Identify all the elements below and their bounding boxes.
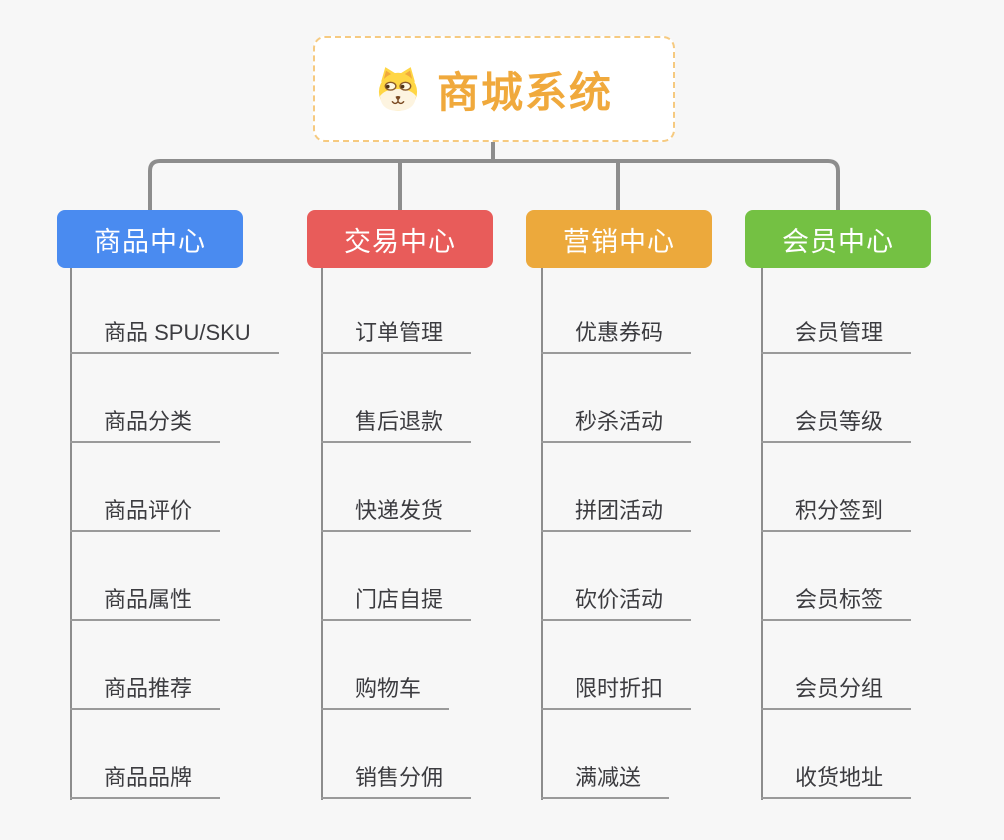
node-item[interactable]: 商品推荐 <box>70 670 221 710</box>
node-item[interactable]: 秒杀活动 <box>541 403 692 443</box>
dog-face-icon <box>378 67 418 111</box>
node-item[interactable]: 商品品牌 <box>70 759 221 799</box>
node-item[interactable]: 购物车 <box>321 670 450 710</box>
node-item[interactable]: 商品评价 <box>70 492 221 532</box>
branch-header-3[interactable]: 会员中心 <box>745 210 931 268</box>
node-item[interactable]: 会员等级 <box>761 403 912 443</box>
node-item[interactable]: 拼团活动 <box>541 492 692 532</box>
node-item[interactable]: 会员管理 <box>761 314 912 354</box>
node-item[interactable]: 快递发货 <box>321 492 472 532</box>
node-item[interactable]: 收货地址 <box>761 759 912 799</box>
node-item[interactable]: 门店自提 <box>321 581 472 621</box>
node-item[interactable]: 满减送 <box>541 759 670 799</box>
branch-header-2[interactable]: 营销中心 <box>526 210 712 268</box>
node-item[interactable]: 商品属性 <box>70 581 221 621</box>
branch-header-0[interactable]: 商品中心 <box>57 210 243 268</box>
node-item[interactable]: 会员分组 <box>761 670 912 710</box>
node-item[interactable]: 商品分类 <box>70 403 221 443</box>
root-title: 商城系统 <box>436 68 613 116</box>
node-item[interactable]: 商品 SPU/SKU <box>70 314 279 354</box>
node-item[interactable]: 限时折扣 <box>541 670 692 710</box>
node-item[interactable]: 优惠券码 <box>541 314 692 354</box>
node-item[interactable]: 销售分佣 <box>321 759 472 799</box>
node-item[interactable]: 订单管理 <box>321 314 472 354</box>
root-node[interactable]: 商城系统 <box>313 36 675 142</box>
node-item[interactable]: 会员标签 <box>761 581 912 621</box>
node-item[interactable]: 售后退款 <box>321 403 472 443</box>
branch-header-1[interactable]: 交易中心 <box>307 210 493 268</box>
node-item[interactable]: 砍价活动 <box>541 581 692 621</box>
node-item[interactable]: 积分签到 <box>761 492 912 532</box>
